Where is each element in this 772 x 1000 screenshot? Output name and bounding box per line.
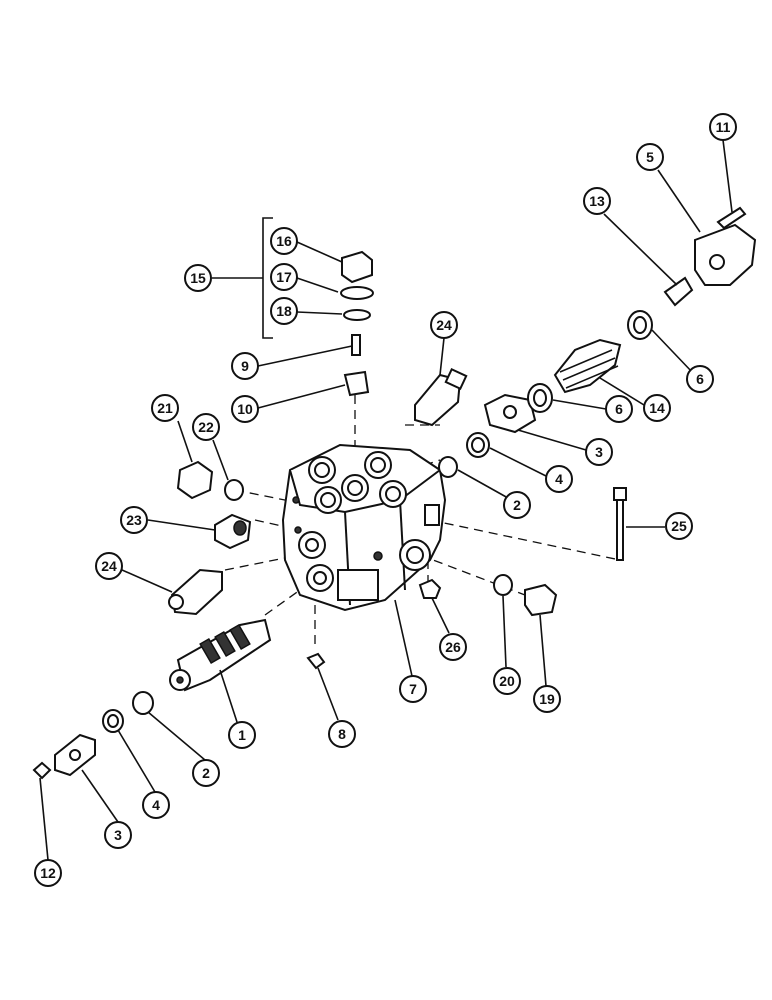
- callout-17: 17: [270, 263, 298, 291]
- callout-8: 8: [328, 720, 356, 748]
- callout-10: 10: [231, 395, 259, 423]
- svg-text:6: 6: [696, 371, 704, 387]
- valve-body: [281, 443, 447, 612]
- svg-text:2: 2: [202, 765, 210, 781]
- callout-4-right: 4: [545, 465, 573, 493]
- callout-26: 26: [439, 633, 467, 661]
- svg-text:22: 22: [198, 419, 214, 435]
- svg-text:12: 12: [40, 865, 56, 881]
- callout-1: 1: [228, 721, 256, 749]
- callout-6-right: 6: [686, 365, 714, 393]
- svg-text:6: 6: [615, 401, 623, 417]
- callout-15: 15: [184, 264, 212, 292]
- svg-text:24: 24: [436, 317, 452, 333]
- callout-18: 18: [270, 297, 298, 325]
- callout-23: 23: [120, 506, 148, 534]
- callout-22: 22: [192, 413, 220, 441]
- callout-12: 12: [34, 859, 62, 887]
- svg-text:15: 15: [190, 270, 206, 286]
- svg-text:26: 26: [445, 639, 461, 655]
- callout-2-right: 2: [503, 491, 531, 519]
- callout-11: 11: [709, 113, 737, 141]
- svg-text:4: 4: [152, 797, 160, 813]
- svg-text:17: 17: [276, 269, 292, 285]
- svg-text:13: 13: [589, 193, 605, 209]
- svg-text:9: 9: [241, 358, 249, 374]
- callout-24-top: 24: [430, 311, 458, 339]
- svg-text:25: 25: [671, 518, 687, 534]
- callout-16: 16: [270, 227, 298, 255]
- svg-text:4: 4: [555, 471, 563, 487]
- callout-6-mid: 6: [605, 395, 633, 423]
- callout-25: 25: [665, 512, 693, 540]
- svg-text:19: 19: [539, 691, 555, 707]
- callout-4-left: 4: [142, 791, 170, 819]
- callout-14: 14: [643, 394, 671, 422]
- small-parts: [32, 383, 558, 780]
- callout-7: 7: [399, 675, 427, 703]
- callouts: 11 5 13 16 15 17 18 24 9 6 10 21 14 6 22…: [34, 113, 737, 887]
- svg-text:2: 2: [513, 497, 521, 513]
- svg-text:11: 11: [716, 119, 731, 135]
- callout-13: 13: [583, 187, 611, 215]
- svg-text:23: 23: [126, 512, 142, 528]
- svg-text:20: 20: [499, 673, 515, 689]
- svg-text:18: 18: [276, 303, 292, 319]
- svg-text:10: 10: [237, 401, 253, 417]
- callout-2-left: 2: [192, 759, 220, 787]
- svg-text:3: 3: [114, 827, 122, 843]
- callout-24-left: 24: [95, 552, 123, 580]
- callout-5: 5: [636, 143, 664, 171]
- svg-text:21: 21: [157, 400, 173, 416]
- callout-20: 20: [493, 667, 521, 695]
- bracket-15: [212, 217, 273, 339]
- top-stack: [340, 250, 374, 397]
- spring-assembly: [553, 206, 757, 394]
- callout-21: 21: [151, 394, 179, 422]
- callout-9: 9: [231, 352, 259, 380]
- plugs: [176, 460, 252, 550]
- svg-text:7: 7: [409, 681, 417, 697]
- callout-19: 19: [533, 685, 561, 713]
- callout-3-left: 3: [104, 821, 132, 849]
- leader-lines: [39, 139, 733, 861]
- svg-text:1: 1: [238, 727, 246, 743]
- bolt: [613, 487, 627, 561]
- relief-valves: [168, 367, 468, 616]
- svg-text:3: 3: [595, 444, 603, 460]
- svg-text:14: 14: [649, 400, 665, 416]
- callout-3-right: 3: [585, 438, 613, 466]
- spool: [169, 618, 272, 692]
- svg-text:8: 8: [338, 726, 346, 742]
- svg-text:5: 5: [646, 149, 654, 165]
- svg-text:24: 24: [101, 558, 117, 574]
- svg-text:16: 16: [276, 233, 292, 249]
